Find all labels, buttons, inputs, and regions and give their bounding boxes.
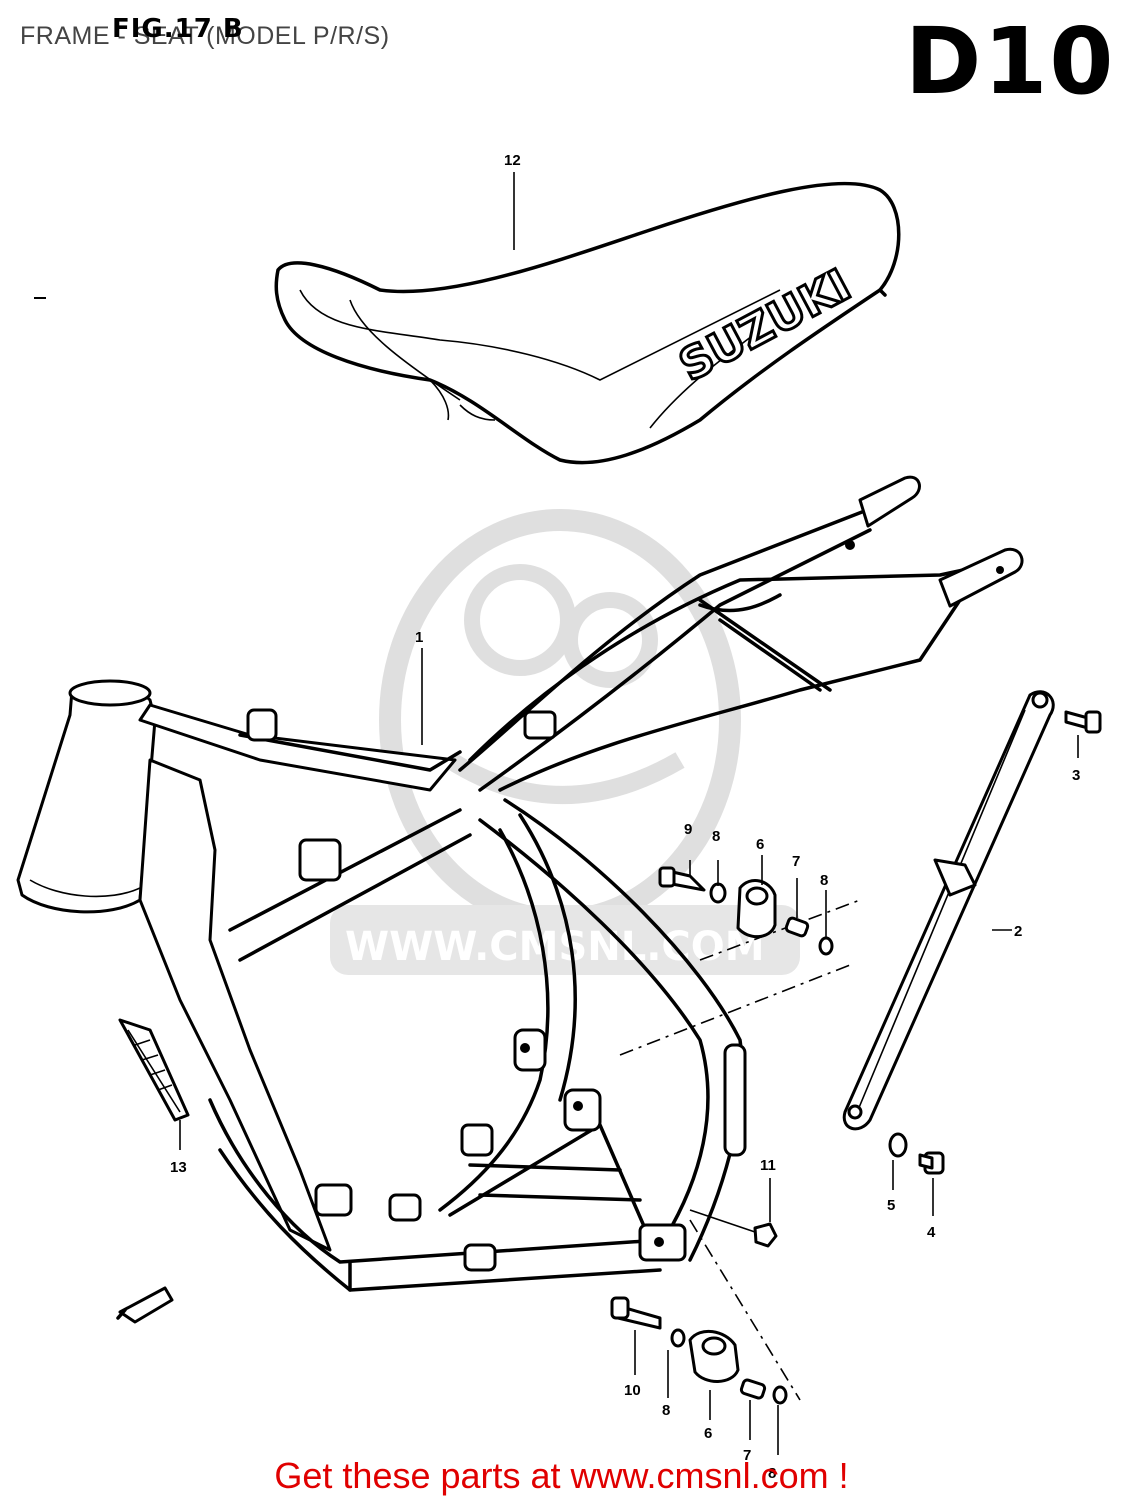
callout-6a: 6 (756, 836, 764, 853)
bolt-part-4 (918, 1151, 945, 1175)
callout-numbers: 1 2 3 4 5 6 6 7 7 8 8 8 8 9 10 11 12 13 (170, 152, 1080, 1482)
bolt-part-3 (1064, 710, 1102, 734)
watermark-logo: WWW.CMSNL.COM (330, 509, 800, 975)
callout-8b: 8 (820, 872, 828, 889)
callout-12: 12 (504, 152, 521, 169)
callout-1: 1 (415, 629, 423, 646)
callout-8d: 8 (768, 1465, 776, 1482)
seat-part-12: SUZUKI (274, 181, 901, 465)
figure-number: FIG.17 B (112, 14, 244, 44)
engine-mount-set-lower (610, 1219, 801, 1405)
stay-part-2 (842, 690, 1055, 1131)
callout-6b: 6 (704, 1425, 712, 1442)
front-direction-arrow-icon (116, 1286, 174, 1324)
nut-part-11 (689, 1209, 778, 1248)
footer-parts-link[interactable]: Get these parts at www.cmsnl.com ! (274, 1455, 849, 1496)
callout-3: 3 (1072, 767, 1080, 784)
seat-brand-lettering: SUZUKI (671, 260, 859, 392)
callout-13: 13 (170, 1159, 187, 1176)
engine-mount-set-upper (619, 866, 861, 1056)
diagram-title: FRAME - SEAT (MODEL P/R/S) (20, 22, 390, 50)
callout-9: 9 (684, 821, 692, 838)
callout-2: 2 (1014, 923, 1022, 940)
diagram-code: D10 (905, 8, 1116, 115)
callout-leaders (179, 172, 1079, 1455)
callout-7a: 7 (792, 853, 800, 870)
callout-8a: 8 (712, 828, 720, 845)
callout-4: 4 (927, 1224, 936, 1241)
callout-5: 5 (887, 1197, 895, 1214)
watermark-text: WWW.CMSNL.COM (345, 924, 765, 970)
washer-part-5 (888, 1132, 908, 1158)
plate-part-13 (118, 1018, 190, 1122)
callout-11: 11 (760, 1157, 776, 1174)
frame-part-1 (16, 475, 1024, 1292)
callout-7b: 7 (743, 1447, 751, 1464)
callout-8c: 8 (662, 1402, 670, 1419)
callout-10: 10 (624, 1382, 641, 1399)
